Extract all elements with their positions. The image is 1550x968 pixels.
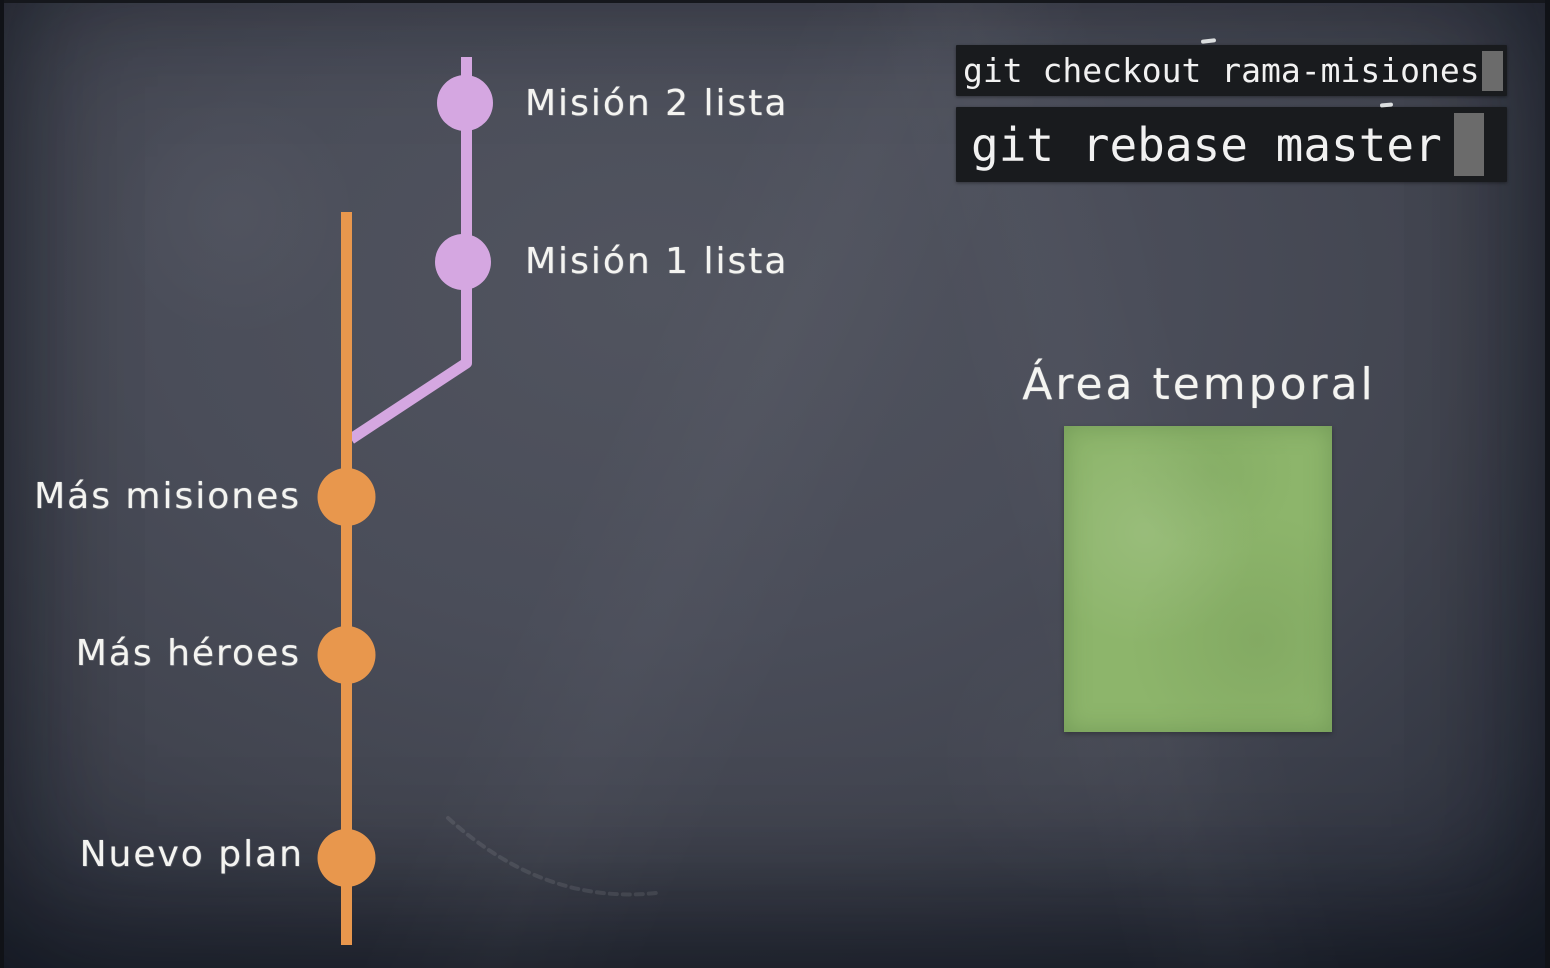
terminal-command-rebase-text: git rebase master: [971, 117, 1442, 172]
commit-label-nuevo-plan: Nuevo plan: [79, 834, 304, 875]
commit-node-mas-misiones: [317, 468, 376, 526]
commit-label-mas-misiones: Más misiones: [34, 476, 301, 517]
commit-label-mision-2: Misión 2 lista: [525, 83, 789, 124]
terminal-command-rebase: git rebase master: [956, 107, 1507, 182]
commit-node-nuevo-plan: [317, 829, 376, 887]
terminal-cursor: [1481, 50, 1503, 91]
staging-area-box: [1064, 426, 1332, 732]
terminal-command-checkout-text: git checkout rama-misiones: [963, 51, 1480, 90]
frame-edge-top: [0, 0, 1550, 3]
chalkboard: Misión 2 lista Misión 1 lista Más mision…: [4, 3, 1545, 968]
commit-node-mision-2: [437, 75, 493, 131]
frame-edge-left: [0, 0, 4, 968]
frame-edge-right: [1545, 0, 1550, 968]
staging-area-title: Área temporal: [1022, 359, 1376, 410]
terminal-cursor: [1453, 113, 1484, 176]
commit-node-mas-heroes: [317, 626, 376, 684]
commit-label-mas-heroes: Más héroes: [75, 633, 301, 674]
commit-label-mision-1: Misión 1 lista: [525, 241, 789, 282]
terminal-command-checkout: git checkout rama-misiones: [956, 45, 1507, 96]
commit-node-mision-1: [435, 234, 491, 290]
feature-branch-line: [347, 57, 472, 444]
git-graph: [317, 57, 658, 945]
chalk-smudge-arc: [446, 816, 658, 897]
